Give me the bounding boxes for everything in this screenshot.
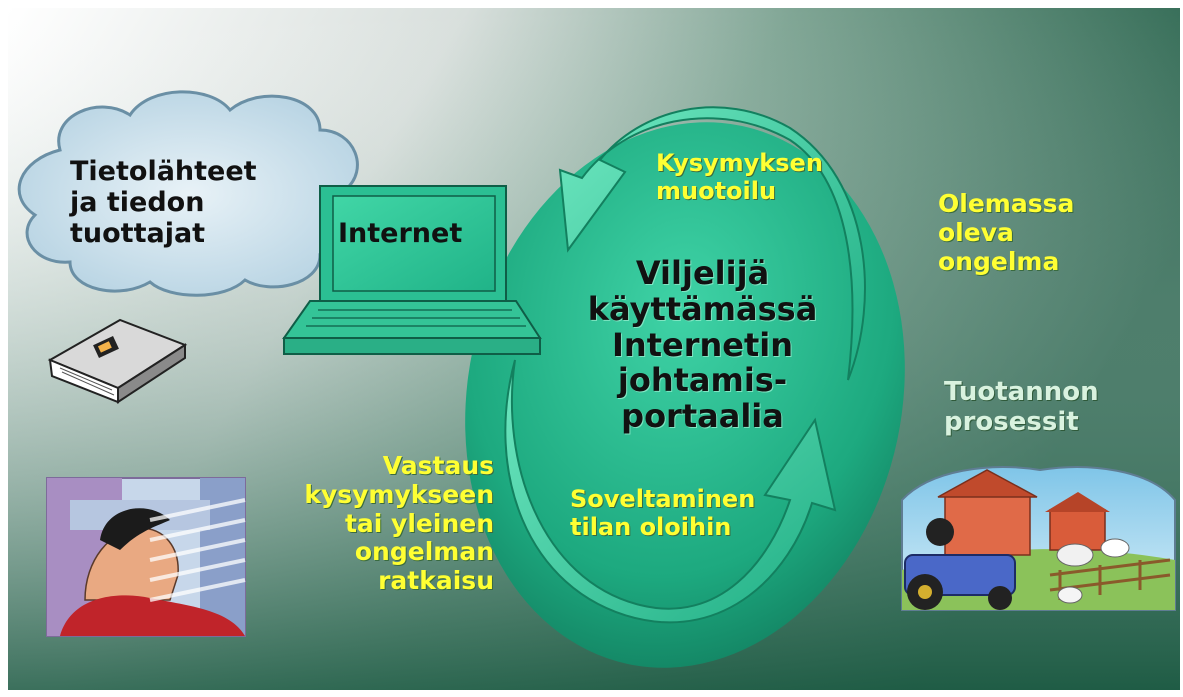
left-bottom-label: Vastaus kysymykseen tai yleinen ongelman… [304,451,494,595]
right-top-label: Olemassa oleva ongelma [938,189,1075,276]
cycle-arrow-bottom [504,359,837,624]
book-icon [47,318,188,404]
farm-illustration [901,466,1176,611]
right-mid-label: Tuotannon prosessit [944,377,1099,437]
laptop-icon [282,185,542,355]
cycle-arrow-top [558,106,866,381]
laptop-screen-label: Internet [338,218,463,249]
top-arrow-label: Kysymyksen muotoilu [656,149,823,205]
cloud-label: Tietolähteet ja tiedon tuottajat [70,156,257,250]
person-illustration [46,477,246,637]
bottom-arrow-label: Soveltaminen tilan oloihin [570,485,756,541]
center-label: Viljelijä käyttämässä Internetin johtami… [587,254,818,436]
